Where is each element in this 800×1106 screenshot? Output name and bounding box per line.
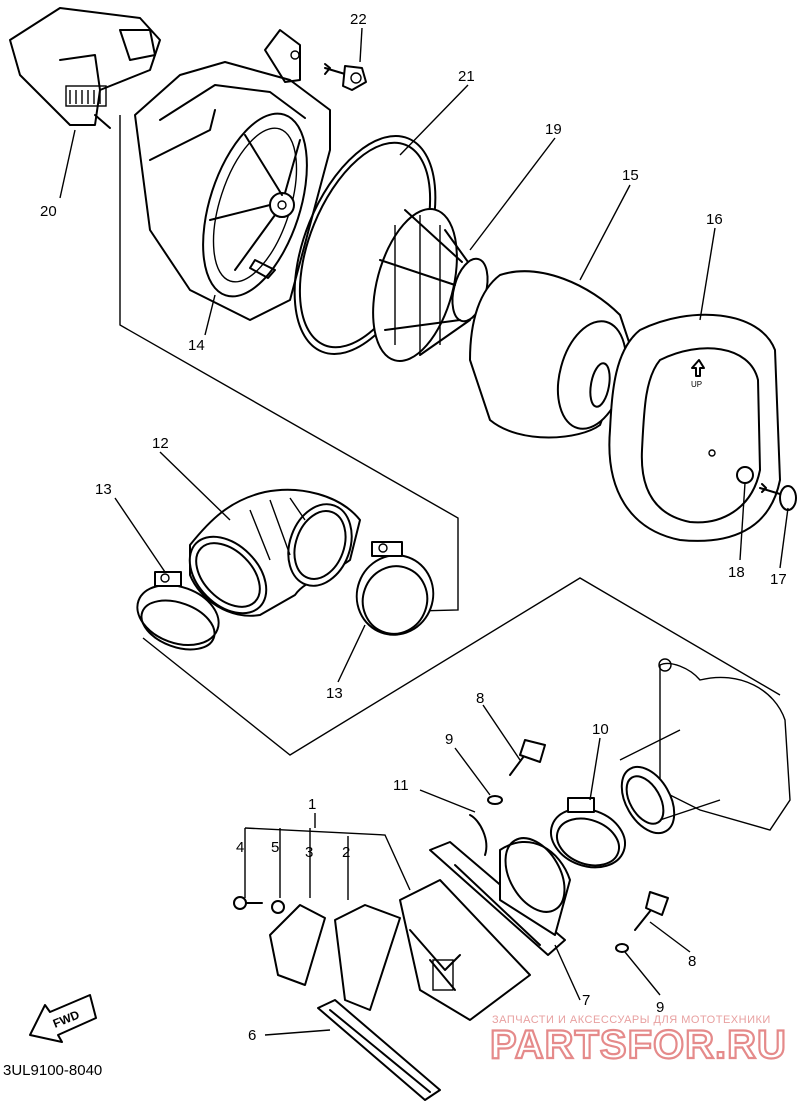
cover-up-label: UP [691,380,702,389]
callout-6: 6 [248,1027,256,1044]
callout-2: 2 [342,844,350,861]
callout-8-lower: 8 [688,953,696,970]
callout-19: 19 [545,121,562,138]
callout-5: 5 [271,839,279,856]
group-bracket-line [119,115,459,613]
part-14-air-box [134,29,331,321]
callout-14: 14 [188,337,205,354]
part-8-bolt-upper [509,739,546,776]
callout-21: 21 [458,68,475,85]
part-5-washer [271,900,285,914]
callout-12: 12 [152,435,169,452]
callout-3: 3 [305,844,313,861]
callout-22: 22 [350,11,367,28]
callout-20: 20 [40,203,57,220]
group-bracket-line-2 [142,577,781,756]
part-17-screw [759,483,797,511]
group-bracket-1-ticks [244,828,349,900]
callout-11: 11 [393,777,409,794]
callout-9-lower: 9 [656,999,664,1016]
leader-lines [59,27,789,1036]
group-bracket-1 [244,827,411,891]
part-19-filter-guide [372,208,489,362]
part-16-cover: UP [608,313,781,542]
part-22-bolt [324,63,367,91]
part-9-washer-upper [487,795,503,805]
callout-15: 15 [622,167,639,184]
fwd-arrow-icon: FWD [29,994,97,1043]
callout-13-left: 13 [95,481,112,498]
part-6-gasket [317,999,441,1101]
diagram-code: 3UL9100-8040 [3,1062,102,1079]
callout-13-right: 13 [326,685,343,702]
part-13-clamp-left [136,571,220,651]
carburetor-outline [619,658,791,835]
part-8-bolt-lower [634,891,669,931]
callouts: 22 21 19 15 16 20 14 12 13 13 18 17 8 9 … [40,11,787,1044]
part-9-washer-lower [615,943,629,953]
callout-8-upper: 8 [476,690,484,707]
watermark-brand: PARTSFOR.RU [490,1023,787,1067]
part-10-clamp [550,797,626,869]
callout-4: 4 [236,839,244,856]
part-11-hose [469,814,488,856]
reed-valve-assembly [269,879,531,1021]
part-4-screw [233,896,263,910]
callout-17: 17 [770,571,787,588]
part-13-clamp-right [355,541,435,636]
callout-7: 7 [582,992,590,1009]
part-20-intake-duct [9,7,161,129]
callout-18: 18 [728,564,745,581]
part-7-manifold [429,837,571,956]
part-15-air-filter [469,270,631,439]
watermark: ЗАПЧАСТИ И АКСЕССУАРЫ ДЛЯ МОТОТЕХНИКИ PA… [489,1014,787,1068]
watermark-caption: ЗАПЧАСТИ И АКСЕССУАРЫ ДЛЯ МОТОТЕХНИКИ [492,1014,771,1026]
callout-10: 10 [592,721,609,738]
callout-1: 1 [308,796,316,813]
callout-16: 16 [706,211,723,228]
part-12-joint [188,488,361,617]
callout-9-upper: 9 [445,731,453,748]
